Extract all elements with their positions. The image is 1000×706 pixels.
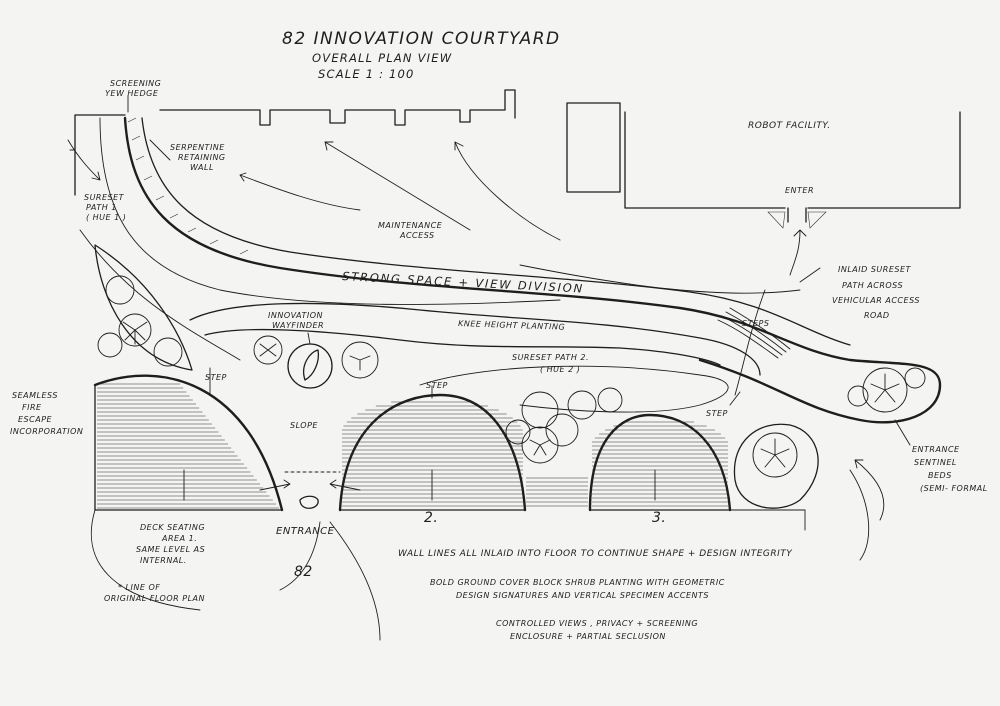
label-wayfinder-2: WAYFINDER [272,321,324,330]
label-fire-escape: SEAMLESS [12,391,58,400]
label-sentinel-beds-3: BEDS [928,471,952,480]
shrub-cluster-center [505,387,623,464]
label-building-82: 82 [294,564,313,580]
label-steps: STEPS [742,319,769,328]
label-enter: ENTER [785,186,814,195]
label-inlaid-path: INLAID SURESET [838,265,912,274]
plan-scale: SCALE 1 : 100 [318,67,415,81]
inlaid-path-lines [717,307,791,359]
left-planting-bed [94,244,193,371]
sureset-paths [79,229,801,413]
label-robot-facility: ROBOT FACILITY. [748,121,831,131]
label-fire-escape-3: ESCAPE [18,415,53,424]
label-sentinel-beds: ENTRANCE [912,445,960,454]
entrance-slope [259,471,361,509]
label-fire-escape-4: INCORPORATION [10,427,83,436]
note-planting: BOLD GROUND COVER BLOCK SHRUB PLANTING W… [430,578,725,587]
label-original-floor-plan: * LINE OF [118,583,160,592]
label-sentinel-beds-4: (SEMI- FORMAL [920,484,988,493]
label-step-1: STEP [205,373,227,382]
plan-title: 82 INNOVATION COURTYARD [282,29,561,49]
label-inlaid-path-3: VEHICULAR ACCESS [832,296,920,305]
original-floor-plan-line [90,509,806,611]
label-serpentine-wall: SERPENTINE [170,143,225,152]
innovation-wayfinder [253,332,379,389]
plan-subtitle: OVERALL PLAN VIEW [312,51,452,65]
building-outline-left [69,89,516,196]
label-knee-height-planting: KNEE HEIGHT PLANTING [458,319,565,332]
label-area-3: 3. [652,510,666,526]
enter-doorway [767,207,827,229]
label-inlaid-path-4: ROAD [864,311,890,320]
deck-area-2 [338,393,527,512]
note-wall-lines: WALL LINES ALL INLAID INTO FLOOR TO CONT… [398,549,793,559]
label-serpentine-wall-3: WALL [190,163,214,172]
leader-lines [127,95,911,501]
drawing-labels: 82 INNOVATION COURTYARD OVERALL PLAN VIE… [10,29,988,641]
label-step-3: STEP [706,409,728,418]
deck-area-1 [93,374,284,512]
deck-area-3 [588,413,732,512]
label-deck-seating: DECK SEATING [140,523,205,532]
label-sureset-path-2: SURESET PATH 2. [512,353,589,362]
entrance-sentinel-beds [733,367,926,509]
label-sentinel-beds-2: SENTINEL [914,458,957,467]
label-deck-seating-4: INTERNAL. [140,556,187,565]
label-sureset-path-1: SURESET [84,193,125,202]
label-original-floor-plan-2: ORIGINAL FLOOR PLAN [104,594,205,603]
label-sureset-path-1-3: ( HUE 1 ) [86,213,126,222]
label-sureset-path-2-hue: ( HUE 2 ) [540,365,580,374]
label-screening-hedge-2: YEW HEDGE [105,89,159,98]
label-inlaid-path-2: PATH ACROSS [842,281,903,290]
label-maintenance-access-2: ACCESS [399,231,435,240]
serpentine-wall [99,116,942,424]
label-deck-seating-2: AREA 1. [161,534,197,543]
label-deck-seating-3: SAME LEVEL AS [136,545,205,554]
label-entrance: ENTRANCE [276,526,335,537]
deck-link-hatch [526,477,588,507]
label-view-division: STRONG SPACE + VIEW DIVISION [342,269,585,296]
note-planting-2: DESIGN SIGNATURES AND VERTICAL SPECIMEN … [456,591,709,600]
building-outline-robot-facility [566,102,961,209]
label-step-2: STEP [426,381,448,390]
note-controlled-views: CONTROLLED VIEWS , PRIVACY + SCREENING [496,619,698,628]
label-fire-escape-2: FIRE [22,403,42,412]
label-slope: SLOPE [290,421,318,430]
label-sureset-path-1-2: PATH 1 [86,203,117,212]
label-serpentine-wall-2: RETAINING [178,153,226,162]
label-maintenance-access: MAINTENANCE [378,221,443,230]
label-screening-hedge: SCREENING [110,79,161,88]
note-controlled-views-2: ENCLOSURE + PARTIAL SECLUSION [510,632,666,641]
label-wayfinder: INNOVATION [268,311,323,320]
label-area-2: 2. [424,510,438,526]
view-arrows [67,139,885,641]
